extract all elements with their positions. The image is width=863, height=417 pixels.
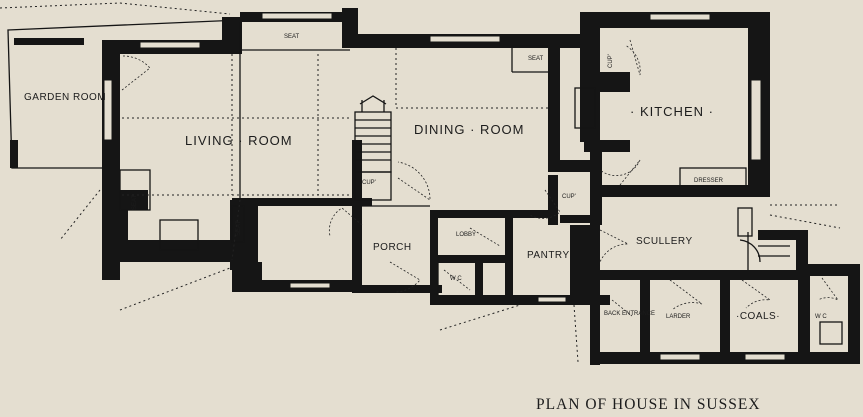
partitions <box>119 22 843 345</box>
seat-dining-label: SEAT <box>528 56 544 62</box>
porch-label: PORCH <box>373 242 412 253</box>
garden-room-wall <box>10 140 18 168</box>
windows <box>103 12 786 361</box>
cup-stair-label: CUP' <box>362 180 376 186</box>
back-entrance-label: BACK ENTRANCE <box>604 311 655 317</box>
cup-pantry-label: CUP' <box>562 194 576 200</box>
living-room-label: LIVING · ROOM <box>185 133 293 148</box>
beam-lines <box>0 2 841 363</box>
garden-room-label: GARDEN ROOM <box>24 92 106 103</box>
lobby-label: LOBBY <box>456 232 476 238</box>
dresser-label: DRESSER <box>694 178 724 184</box>
larder-label: LARDER <box>666 314 691 320</box>
seat-left-label: SEAT <box>132 194 138 210</box>
scullery-label: SCULLERY <box>636 236 693 247</box>
kitchen-label: · KITCHEN · <box>630 104 714 119</box>
plan-caption: PLAN OF HOUSE IN SUSSEX <box>536 396 761 413</box>
seat-bay-label: SEAT <box>236 220 242 236</box>
seat-living-label: SEAT <box>284 34 300 40</box>
door-swings <box>121 39 839 317</box>
outer-walls <box>102 8 860 365</box>
garden-room-window <box>14 38 84 45</box>
wc-lobby-label: W C <box>450 276 462 282</box>
staircase <box>354 95 392 201</box>
dining-room-label: DINING · ROOM <box>414 122 525 137</box>
cup-kitchen-label: CUP' <box>608 54 614 68</box>
coals-label: ·COALS· <box>736 311 780 322</box>
wc-outside-label: W C <box>815 314 827 320</box>
pantry-label: PANTRY <box>527 250 570 261</box>
